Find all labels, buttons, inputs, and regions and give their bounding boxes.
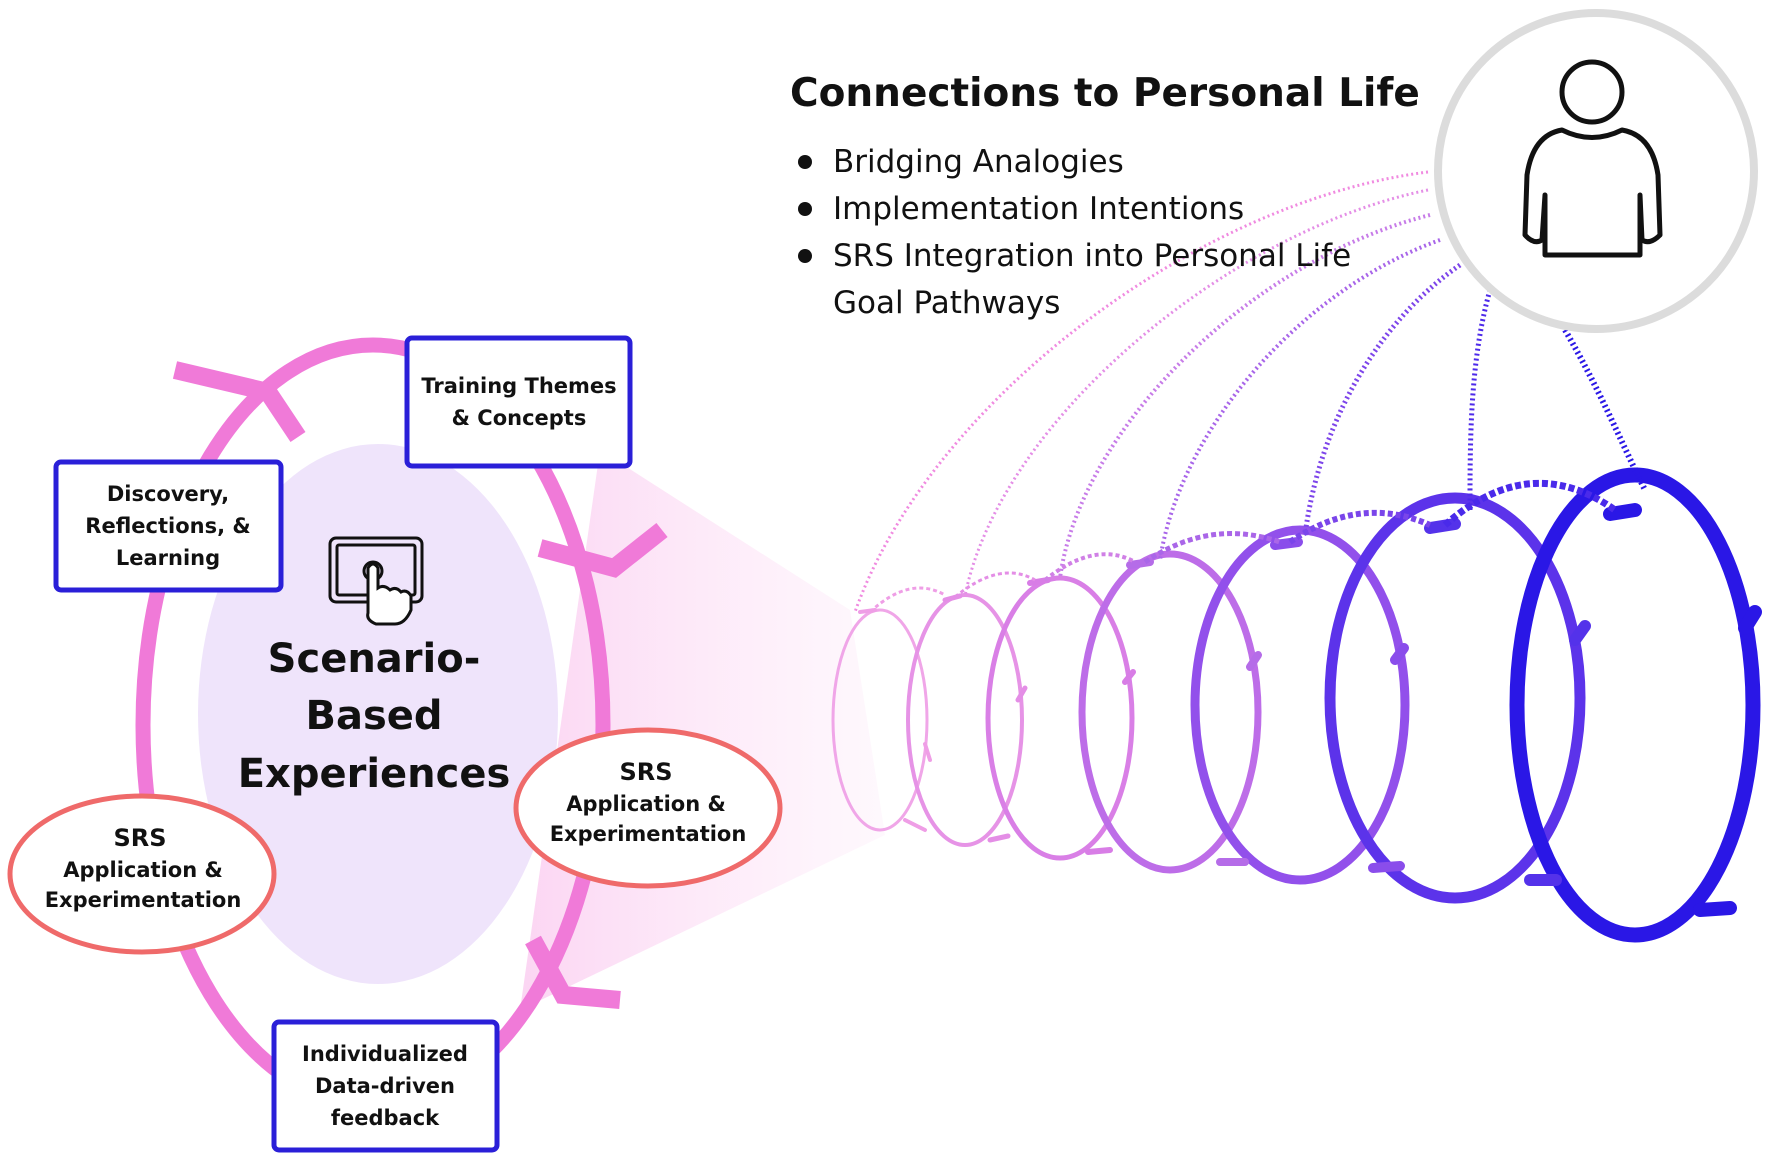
bullet-3-continuation: Goal Pathways: [833, 285, 1060, 321]
cycle-arrowheads: [172, 361, 668, 1009]
spiral-ring-3: [985, 575, 1135, 861]
spiral-ring-2: [906, 593, 1024, 847]
spiral-ring-4: [1078, 550, 1262, 874]
srs-oval-left: SRS Application & Experimentation: [7, 793, 277, 955]
center-title-line-3: Experiences: [238, 751, 511, 797]
center-title: Scenario- Based Experiences: [238, 636, 511, 797]
bullet-dot-1: [798, 155, 812, 169]
training-themes-box: Training Themes & Concepts: [404, 335, 633, 469]
feedback-box: Individualized Data-driven feedback: [271, 1019, 500, 1153]
connections-panel: Connections to Personal Life Bridging An…: [790, 71, 1420, 321]
bullet-dot-3: [798, 249, 812, 263]
feedback-line-2: Data-driven: [315, 1074, 455, 1098]
srs-left-line-1: SRS: [113, 824, 166, 852]
srs-right-line-3: Experimentation: [550, 822, 747, 846]
srs-oval-right: SRS Application & Experimentation: [513, 727, 783, 889]
training-themes-line-2: & Concepts: [452, 406, 587, 430]
dotted-connection-lines: [853, 170, 1648, 613]
spiral-top-arcs: [868, 479, 1618, 614]
feedback-line-1: Individualized: [302, 1042, 468, 1066]
center-title-line-1: Scenario-: [268, 636, 481, 682]
discovery-line-1: Discovery,: [107, 482, 229, 506]
discovery-line-3: Learning: [116, 546, 220, 570]
spiral-ring-7: [1509, 467, 1761, 943]
spiral-ring-6: [1324, 492, 1586, 904]
center-background: [198, 444, 558, 984]
spiral-ring-5: [1190, 525, 1410, 885]
srs-right-line-1: SRS: [619, 758, 672, 786]
bullet-2: Implementation Intentions: [833, 191, 1244, 227]
srs-right-line-2: Application &: [566, 792, 726, 816]
person-badge: [1434, 9, 1758, 333]
bullet-3: SRS Integration into Personal Life: [833, 238, 1351, 274]
bullet-dot-2: [798, 202, 812, 216]
tablet-touch-icon: [328, 536, 424, 626]
training-themes-line-1: Training Themes: [421, 374, 616, 398]
bullet-1: Bridging Analogies: [833, 144, 1124, 180]
discovery-box: Discovery, Reflections, & Learning: [53, 459, 284, 593]
srs-left-line-3: Experimentation: [45, 888, 242, 912]
connections-heading: Connections to Personal Life: [790, 71, 1420, 116]
srs-left-line-2: Application &: [63, 858, 223, 882]
center-title-line-2: Based: [305, 693, 442, 739]
feedback-line-3: feedback: [331, 1106, 440, 1130]
spiral-arrow-ticks: [858, 503, 1762, 917]
person-icon: [1522, 59, 1663, 258]
spiral-ring-1: [831, 608, 929, 832]
discovery-line-2: Reflections, &: [85, 514, 250, 538]
